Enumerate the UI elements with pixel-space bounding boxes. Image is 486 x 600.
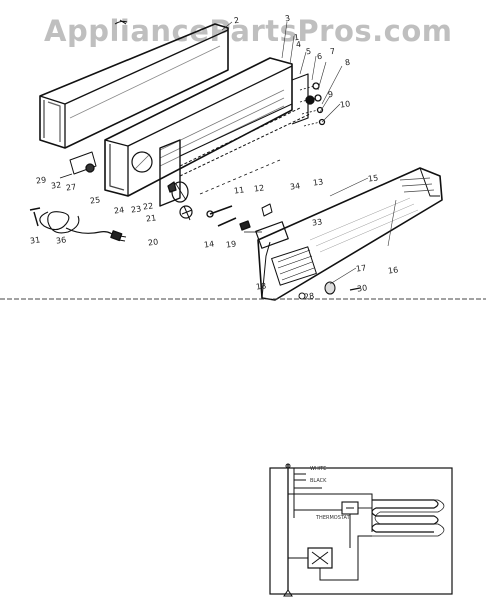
callout-2: 2	[233, 15, 240, 26]
callout-4: 4	[295, 39, 302, 50]
section-divider	[0, 298, 486, 300]
callout-31: 31	[29, 235, 41, 246]
callout-16: 16	[387, 265, 399, 276]
wiring-label-white: WHITE	[310, 466, 327, 472]
callout-3: 3	[284, 13, 291, 24]
callout-6: 6	[316, 51, 323, 62]
power-cord-part	[39, 211, 127, 242]
callout-32: 32	[50, 180, 62, 191]
callout-12: 12	[253, 183, 265, 194]
callout-leader-lines	[221, 21, 397, 285]
element-bracket-part	[159, 73, 311, 207]
callout-18: 18	[255, 281, 267, 292]
callout-5: 5	[305, 46, 312, 57]
callout-10: 10	[339, 99, 351, 110]
callout-7: 7	[329, 46, 336, 57]
wiring-label-black: BLACK	[310, 478, 327, 484]
callout-11: 11	[233, 185, 245, 196]
callout-13: 13	[312, 177, 324, 188]
callout-29: 29	[35, 175, 47, 186]
fan-motor-parts	[167, 181, 193, 221]
front-grille-panel	[257, 167, 443, 301]
callout-14: 14	[203, 239, 215, 250]
screw-part	[29, 207, 41, 227]
watermark-text: AppliancePartsPros.com	[44, 14, 453, 48]
wiring-schematic	[269, 463, 453, 597]
callout-9: 9	[327, 89, 334, 100]
callout-23: 23	[130, 204, 142, 215]
callout-36: 36	[55, 235, 67, 246]
callout-8: 8	[344, 57, 351, 68]
callout-24: 24	[113, 205, 125, 216]
callout-28: 28	[303, 291, 315, 302]
wiring-label-thermostat: THERMOSTAT	[316, 515, 350, 521]
callout-21: 21	[145, 213, 157, 224]
callout-22: 22	[142, 201, 154, 212]
callout-17: 17	[355, 263, 367, 274]
callout-33: 33	[311, 217, 323, 228]
inner-housing-part	[104, 57, 293, 197]
callout-19: 19	[225, 239, 237, 250]
fastener-set-right	[299, 82, 326, 127]
callout-25: 25	[89, 195, 101, 206]
top-cover-part	[39, 19, 229, 149]
callout-34: 34	[289, 181, 301, 192]
callout-15: 15	[367, 173, 379, 184]
callout-27: 27	[65, 182, 77, 193]
callout-30: 30	[356, 283, 368, 294]
exploded-parts-diagram	[29, 19, 443, 301]
control-components	[199, 159, 289, 249]
callout-20: 20	[147, 237, 159, 248]
left-end-parts	[59, 151, 97, 179]
